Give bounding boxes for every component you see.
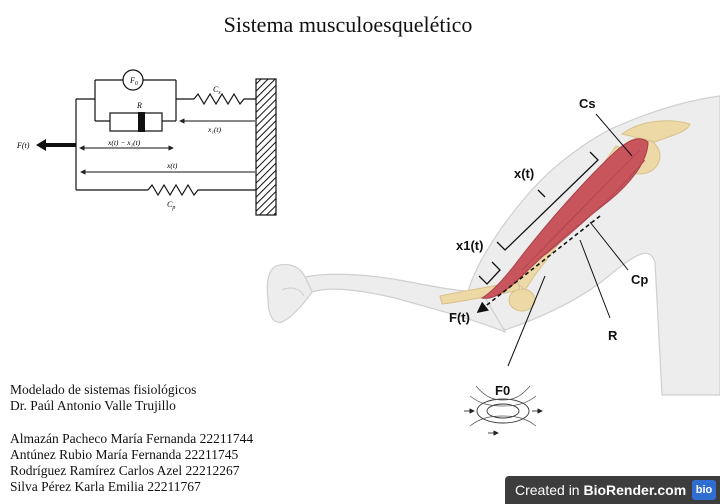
ft-label: F(t): [449, 310, 470, 325]
biceps-muscle: [480, 138, 649, 299]
fixed-wall: [255, 78, 277, 216]
cs-spring-label: Cs: [213, 85, 221, 96]
course-name: Modelado de sistemas fisiológicos: [10, 382, 197, 397]
x1-label: x₁(t): [207, 125, 222, 134]
mechanical-schematic: [36, 69, 277, 216]
hand: [266, 263, 313, 324]
r-label: R: [608, 328, 618, 343]
professor-name: Dr. Paúl Antonio Valle Trujillo: [10, 398, 176, 413]
force-label: F(t): [16, 141, 30, 150]
badge-text: Created in BioRender.com: [515, 482, 687, 498]
f0-symbol-label: F0: [129, 76, 138, 87]
r-damper-label: R: [136, 101, 142, 110]
cs-spring: [193, 92, 256, 106]
xt-bracket: [496, 151, 599, 251]
upper-arm: [467, 95, 720, 396]
r-damper: [109, 112, 163, 132]
author-item: Almazán Pacheco María Fernanda 22211744: [10, 431, 254, 446]
x1t-label: x1(t): [456, 238, 483, 253]
f0-field-symbol: [464, 385, 543, 436]
diagram-title: Sistema musculoesquelético: [223, 12, 473, 37]
author-list: Almazán Pacheco María Fernanda 22211744 …: [10, 431, 253, 495]
author-item: Antúnez Rubio María Fernanda 22211745: [10, 447, 239, 462]
xt-label: x(t): [514, 166, 534, 181]
author-item: Rodríguez Ramírez Carlos Azel 22212267: [10, 463, 240, 478]
course-info: Modelado de sistemas fisiológicos Dr. Pa…: [10, 382, 196, 414]
cs-label: Cs: [579, 96, 596, 111]
biorender-logo-icon: bio: [692, 480, 716, 500]
arm-illustration: [266, 95, 720, 436]
biorender-badge[interactable]: Created in BioRender.com bio: [505, 476, 720, 504]
x-label: x(t): [166, 161, 178, 170]
force-vector: [476, 215, 601, 313]
x-minus-x1-label: x(t) − x₁(t): [107, 138, 141, 147]
f0-label: F0: [495, 383, 510, 398]
cp-spring: [147, 183, 256, 197]
cp-label: Cp: [631, 272, 648, 287]
x1t-bracket: [478, 261, 501, 285]
cp-spring-label: Cp: [167, 200, 175, 211]
author-item: Silva Pérez Karla Emilia 22211767: [10, 479, 201, 494]
